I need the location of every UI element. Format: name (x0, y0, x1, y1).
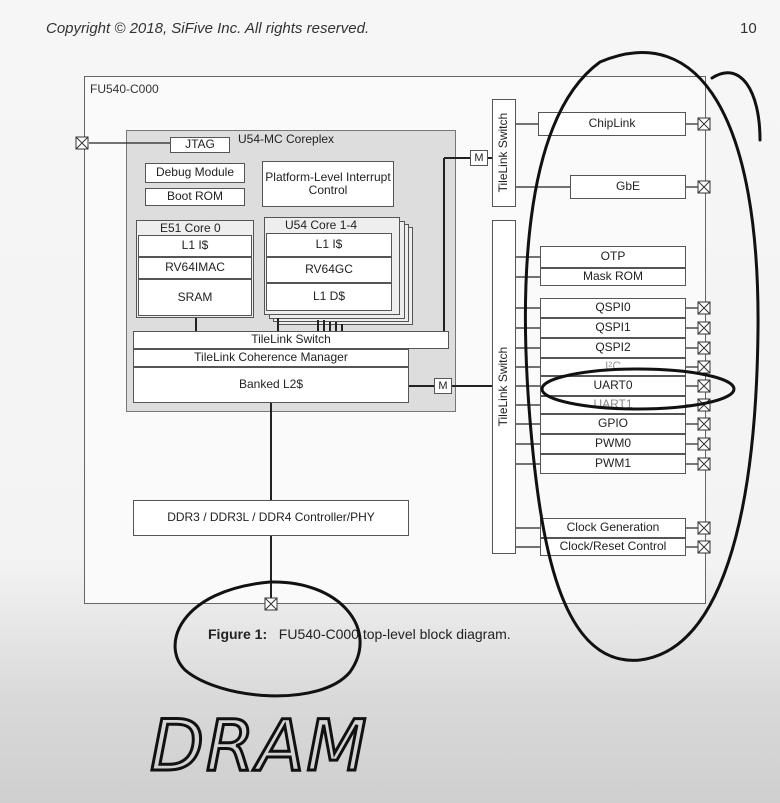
handwritten-annotations (173, 51, 762, 698)
dram-circle-annotation (173, 580, 362, 698)
figure-caption-text: FU540-C000 top-level block diagram. (278, 626, 511, 642)
page-number: 10 (740, 20, 757, 37)
gpio-block: GPIO (540, 414, 686, 434)
io-pad-gpio (697, 417, 711, 431)
io-pads (75, 117, 711, 611)
e51-l1i-block: L1 I$ (138, 235, 252, 257)
io-pad-clock-reset (697, 540, 711, 554)
io-pad-pwm0 (697, 437, 711, 451)
master-port-bottom: M (434, 378, 452, 394)
tilelink-switch-main-column: TileLink Switch (492, 220, 516, 554)
io-pad-jtag (75, 136, 89, 150)
io-pad-clock-gen (697, 521, 711, 535)
pwm1-block: PWM1 (540, 454, 686, 474)
io-pad-uart0 (697, 379, 711, 393)
banked-l2-block: Banked L2$ (133, 367, 409, 403)
i2c-block: I²C (540, 358, 686, 376)
plic-block: Platform-Level Interrupt Control (262, 161, 394, 207)
tilelink-coherence-manager: TileLink Coherence Manager (133, 349, 409, 367)
peripheral-circle-tail (710, 71, 762, 142)
mask-rom-block: Mask ROM (540, 268, 686, 286)
chip-title: FU540-C000 (90, 82, 159, 96)
master-port-top: M (470, 150, 488, 166)
clock-generation-block: Clock Generation (540, 518, 686, 538)
io-pad-pwm1 (697, 457, 711, 471)
u54-l1d-block: L1 D$ (266, 283, 392, 311)
peripheral-pad-lines (686, 123, 698, 548)
chiplink-block: ChipLink (538, 112, 686, 136)
boot-rom-block: Boot ROM (145, 188, 245, 206)
io-pad-chiplink (697, 117, 711, 131)
gbe-block: GbE (570, 175, 686, 199)
io-pad-gbe (697, 180, 711, 194)
ddr-controller-block: DDR3 / DDR3L / DDR4 Controller/PHY (133, 500, 409, 536)
io-pad-qspi2 (697, 341, 711, 355)
uart0-block: UART0 (540, 376, 686, 396)
pwm0-block: PWM0 (540, 434, 686, 454)
figure-caption: Figure 1: FU540-C000 top-level block dia… (208, 626, 511, 642)
io-pad-i2c (697, 360, 711, 374)
coreplex-tilelink-switch: TileLink Switch (133, 331, 449, 349)
e51-core-title: E51 Core 0 (160, 221, 221, 235)
copyright-text: Copyright © 2018, SiFive Inc. All rights… (46, 20, 370, 37)
qspi2-block: QSPI2 (540, 338, 686, 358)
u54-l1i-block: L1 I$ (266, 233, 392, 257)
peripheral-circle-annotation (523, 51, 760, 662)
uart0-circle-annotation (540, 367, 736, 411)
u54-isa-block: RV64GC (266, 257, 392, 283)
io-pad-qspi0 (697, 301, 711, 315)
qspi1-block: QSPI1 (540, 318, 686, 338)
coreplex-title: U54-MC Coreplex (238, 132, 335, 146)
io-pad-qspi1 (697, 321, 711, 335)
tilelink-switch-top-column: TileLink Switch (492, 99, 516, 207)
otp-block: OTP (540, 246, 686, 268)
u54-core-title: U54 Core 1-4 (285, 218, 358, 232)
clock-reset-control-block: Clock/Reset Control (540, 538, 686, 556)
e51-isa-block: RV64IMAC (138, 257, 252, 279)
io-pad-ddr (264, 597, 278, 611)
debug-module-block: Debug Module (145, 163, 245, 183)
qspi0-block: QSPI0 (540, 298, 686, 318)
e51-sram-block: SRAM (138, 279, 252, 316)
jtag-block: JTAG (170, 137, 230, 153)
figure-caption-label: Figure 1: (208, 626, 268, 642)
